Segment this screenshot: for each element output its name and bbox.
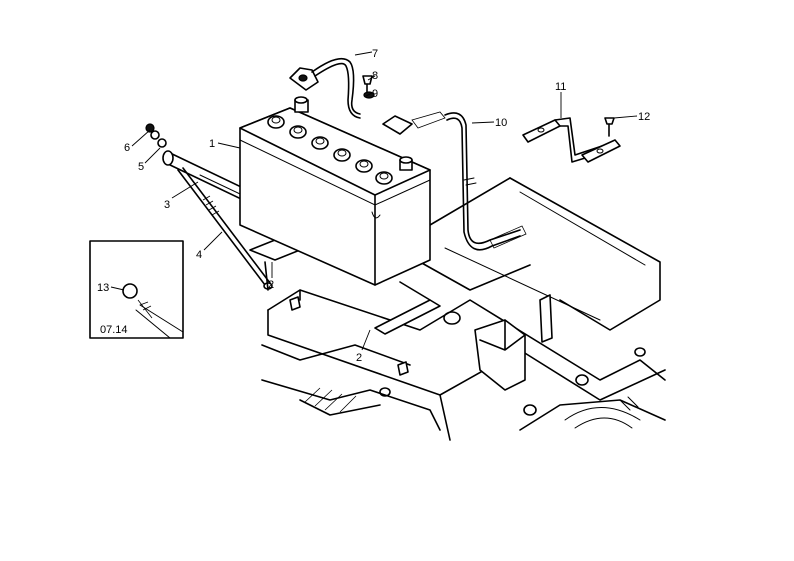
callout-1: 1 (209, 138, 215, 150)
detail-inset: 07.14 (89, 240, 184, 339)
ground-strap-bracket (522, 117, 621, 163)
negative-cable (382, 111, 527, 251)
callout-13: 13 (97, 282, 109, 294)
battery-cell-caps (267, 115, 393, 185)
battery (239, 96, 431, 286)
callout-8: 8 (372, 70, 378, 82)
callout-2b: 2 (356, 352, 362, 364)
battery-terminals (294, 96, 413, 171)
chassis-frame (261, 177, 666, 441)
callout-9: 9 (372, 88, 378, 100)
callout-6: 6 (124, 142, 130, 154)
callout-labels: 1 2 2 3 4 5 6 7 8 9 10 11 12 13 (97, 48, 650, 364)
callout-2a: 2 (268, 279, 274, 291)
callout-12: 12 (638, 111, 650, 123)
inset-code: 07.14 (100, 324, 128, 336)
leader-lines (110, 51, 638, 351)
callout-7: 7 (372, 48, 378, 60)
callout-4: 4 (196, 249, 202, 261)
positive-cable (289, 57, 361, 119)
washer-nut-set (145, 123, 167, 148)
bracket-screw (604, 117, 615, 137)
callout-10: 10 (495, 117, 507, 129)
callout-3: 3 (164, 199, 170, 211)
callout-5: 5 (138, 161, 144, 173)
callout-11: 11 (555, 81, 566, 93)
